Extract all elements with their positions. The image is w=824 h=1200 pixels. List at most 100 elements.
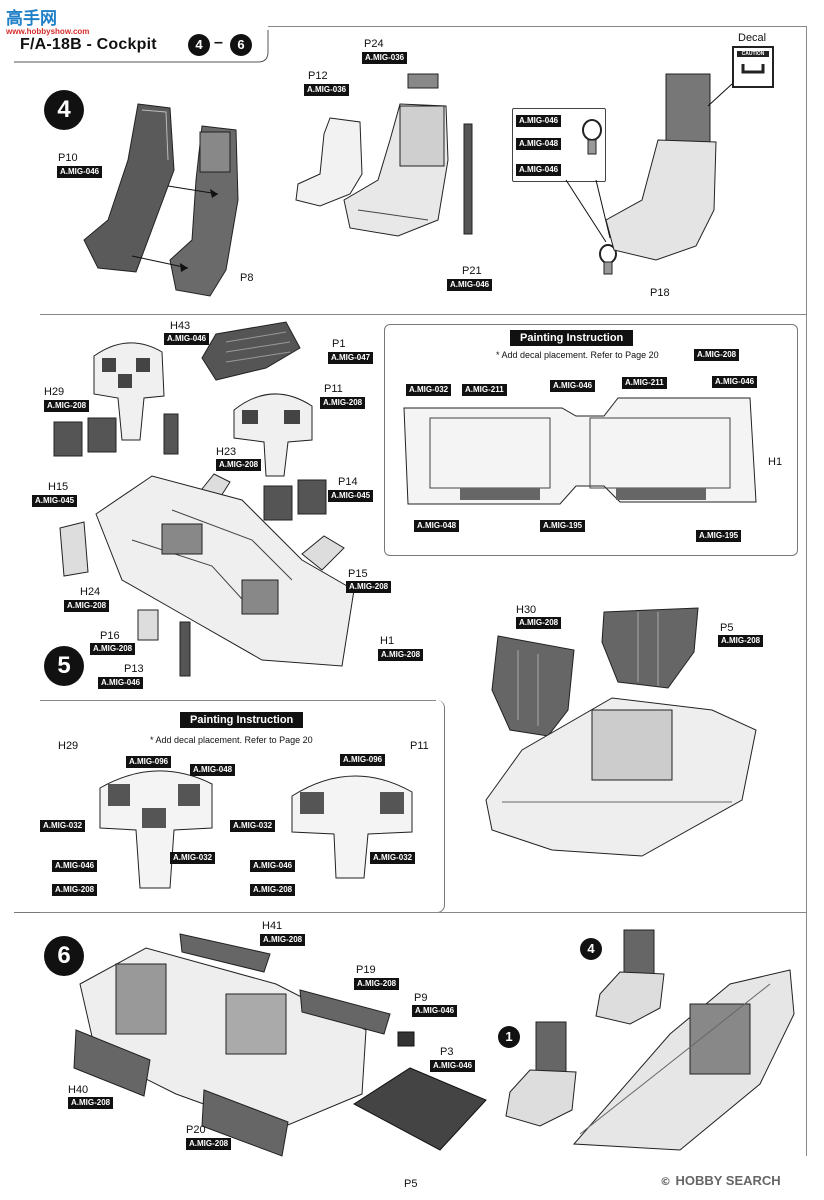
part-label-h30: H30 bbox=[516, 604, 537, 616]
right-border bbox=[806, 26, 807, 1156]
panel-p20-drawing bbox=[198, 1084, 298, 1164]
paint-tag-h1-callout-4: A.MIG-211 bbox=[622, 377, 667, 389]
handle-p18-detail-drawing bbox=[578, 116, 608, 166]
part-label-p19: P19 bbox=[356, 964, 376, 976]
paint-tag-p13: A.MIG-046 bbox=[98, 677, 144, 689]
painting-heading-h1: Painting Instruction bbox=[510, 330, 634, 346]
paint-tag-h1-callout-1: A.MIG-032 bbox=[406, 384, 452, 396]
paint-tag-handle-1: A.MIG-046 bbox=[516, 115, 562, 127]
title-step-to-badge: 6 bbox=[230, 34, 252, 56]
paint-tag-h30: A.MIG-208 bbox=[516, 617, 562, 629]
panel-h40-drawing bbox=[70, 1020, 160, 1100]
painting-h29-drawing bbox=[96, 762, 216, 892]
site-url: www.hobbyshow.com bbox=[6, 27, 90, 36]
seat-cushion-p12-drawing bbox=[290, 114, 370, 224]
page-title-text: F/A-18B - Cockpit bbox=[20, 36, 157, 53]
part-label-h1: H1 bbox=[380, 635, 395, 647]
paint-tag-h1-callout-2: A.MIG-211 bbox=[462, 384, 507, 396]
paint-tag-p12: A.MIG-036 bbox=[304, 84, 350, 96]
site-logo: 高手网 www.hobbyshow.com bbox=[6, 4, 89, 36]
title-dash: – bbox=[214, 34, 223, 51]
console-h24-drawing bbox=[56, 520, 96, 580]
painting-note-panels: * Add decal placement. Refer to Page 20 bbox=[150, 735, 313, 745]
painting-h1-plan-drawing bbox=[400, 392, 760, 512]
part-p9-drawing bbox=[396, 1028, 420, 1052]
painting-part-label-h29: H29 bbox=[58, 740, 79, 752]
site-logo-text: 高手网 bbox=[6, 9, 57, 29]
title-step-from-badge: 4 bbox=[188, 34, 210, 56]
seat-p10-drawing bbox=[78, 100, 188, 280]
paint-tag-h1-callout-6: A.MIG-046 bbox=[712, 376, 758, 388]
part-label-p10: P10 bbox=[58, 152, 78, 164]
decal-code: CAUTION bbox=[737, 51, 769, 57]
part-label-p20: P20 bbox=[186, 1124, 206, 1136]
paint-tag-p24: A.MIG-036 bbox=[362, 52, 408, 64]
top-border bbox=[268, 26, 806, 27]
paint-tag-h29-callout-1: A.MIG-096 bbox=[126, 756, 172, 768]
seat-assembly-step4-drawing bbox=[338, 70, 488, 240]
part-label-p11: P11 bbox=[324, 383, 343, 395]
seat-ref-b-drawing bbox=[500, 1020, 590, 1130]
paint-tag-h29-callout-5: A.MIG-032 bbox=[170, 852, 216, 864]
paint-tag-h15: A.MIG-045 bbox=[32, 495, 78, 507]
handle-leader-lines bbox=[560, 176, 640, 266]
instrument-panel-p11-drawing bbox=[228, 380, 318, 480]
page-title: F/A-18B - Cockpit bbox=[20, 36, 157, 54]
paint-tag-p15: A.MIG-208 bbox=[346, 581, 392, 593]
console-p15-drawing bbox=[298, 534, 348, 574]
watermark-mark: © bbox=[660, 1175, 671, 1188]
paint-tag-h1-callout-7: A.MIG-048 bbox=[414, 520, 460, 532]
part-label-p8: P8 bbox=[240, 272, 254, 284]
paint-tag-h1-callout-3: A.MIG-046 bbox=[550, 380, 596, 392]
panel-p19-drawing bbox=[296, 984, 396, 1044]
step-5-badge: 5 bbox=[44, 646, 84, 686]
part-label-p1: P1 bbox=[332, 338, 346, 350]
paint-tag-h40: A.MIG-208 bbox=[68, 1097, 114, 1109]
paint-tag-h43: A.MIG-046 bbox=[164, 333, 210, 345]
part-label-p13: P13 bbox=[124, 663, 144, 675]
console-h15-drawing bbox=[52, 416, 122, 466]
paint-tag-p11-callout-5: A.MIG-208 bbox=[250, 884, 296, 896]
part-label-p21: P21 bbox=[462, 265, 482, 277]
painting-heading-panels: Painting Instruction bbox=[180, 712, 304, 728]
paint-tag-p11-callout-4: A.MIG-032 bbox=[370, 852, 416, 864]
painting-p11-drawing bbox=[288, 762, 418, 882]
decal-box: CAUTION bbox=[732, 46, 774, 88]
paint-tag-h29-callout-3: A.MIG-032 bbox=[40, 820, 86, 832]
part-p16-drawing bbox=[134, 606, 164, 646]
paint-tag-h29-callout-2: A.MIG-048 bbox=[190, 764, 236, 776]
paint-tag-p20: A.MIG-208 bbox=[186, 1138, 232, 1150]
part-label-h41: H41 bbox=[262, 920, 283, 932]
part-label-p9: P9 bbox=[414, 992, 428, 1004]
tub-h1-drawing bbox=[92, 470, 372, 670]
part-label-p5: P5 bbox=[720, 622, 734, 634]
watermark: © HOBBY SEARCH bbox=[660, 1172, 781, 1190]
part-label-h15: H15 bbox=[48, 481, 69, 493]
glareshield-p1-drawing bbox=[196, 318, 306, 388]
tub-step6-drawing bbox=[76, 944, 376, 1134]
part-label-p12: P12 bbox=[308, 70, 328, 82]
tub-assembled-step5-drawing bbox=[482, 690, 762, 860]
paint-tag-handle-2: A.MIG-048 bbox=[516, 138, 562, 150]
paint-tag-h1: A.MIG-208 bbox=[378, 649, 424, 661]
paint-tag-p11-callout-1: A.MIG-096 bbox=[340, 754, 386, 766]
part-label-p15: P15 bbox=[348, 568, 368, 580]
handle-p18-drawing bbox=[596, 242, 626, 282]
painting-note-h1: * Add decal placement. Refer to Page 20 bbox=[496, 350, 659, 360]
painting-part-label-p11: P11 bbox=[410, 740, 429, 752]
paint-tag-h23: A.MIG-208 bbox=[216, 459, 262, 471]
paint-tag-h41: A.MIG-208 bbox=[260, 934, 306, 946]
part-label-h29: H29 bbox=[44, 386, 65, 398]
decal-label: Decal bbox=[738, 32, 767, 44]
paint-tag-p14: A.MIG-045 bbox=[328, 490, 374, 502]
ref-step-4-badge: 4 bbox=[580, 938, 602, 960]
paint-tag-p11-callout-3: A.MIG-046 bbox=[250, 860, 296, 872]
rod-p21-drawing bbox=[458, 120, 478, 240]
paint-tag-p11: A.MIG-208 bbox=[320, 397, 366, 409]
paint-tag-h29-callout-4: A.MIG-046 bbox=[52, 860, 98, 872]
painting-panel-h1 bbox=[384, 324, 798, 556]
paint-tag-p11-callout-2: A.MIG-032 bbox=[230, 820, 276, 832]
step-4-badge: 4 bbox=[44, 90, 84, 130]
paint-tag-h29-callout-6: A.MIG-208 bbox=[52, 884, 98, 896]
paint-tag-p16: A.MIG-208 bbox=[90, 643, 136, 655]
